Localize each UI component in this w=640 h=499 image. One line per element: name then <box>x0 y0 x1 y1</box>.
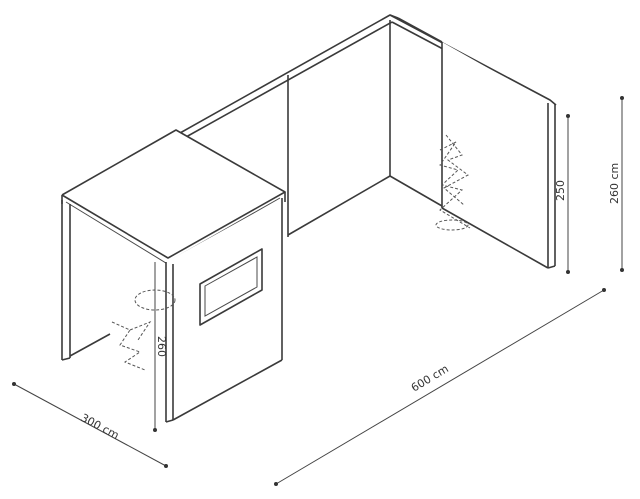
right-wall <box>389 42 556 270</box>
cabin-height-label: 260 <box>155 336 168 357</box>
dimension-depth: 300 cm <box>12 382 168 468</box>
dimension-width: 600 cm <box>274 288 606 486</box>
depth-label: 300 cm <box>79 411 122 442</box>
dimension-back-wall-height: 250 <box>554 180 567 201</box>
width-label: 600 cm <box>409 362 451 394</box>
cabin <box>61 129 286 423</box>
dimension-height-total: 260 cm <box>566 96 624 274</box>
shelf-sketch-right <box>435 134 471 231</box>
screen <box>199 248 263 326</box>
height-label: 260 cm <box>608 163 621 204</box>
dimension-cabin-height: 260 <box>153 262 168 432</box>
back-wall-height-label: 250 <box>554 180 567 201</box>
back-wall <box>179 14 399 237</box>
